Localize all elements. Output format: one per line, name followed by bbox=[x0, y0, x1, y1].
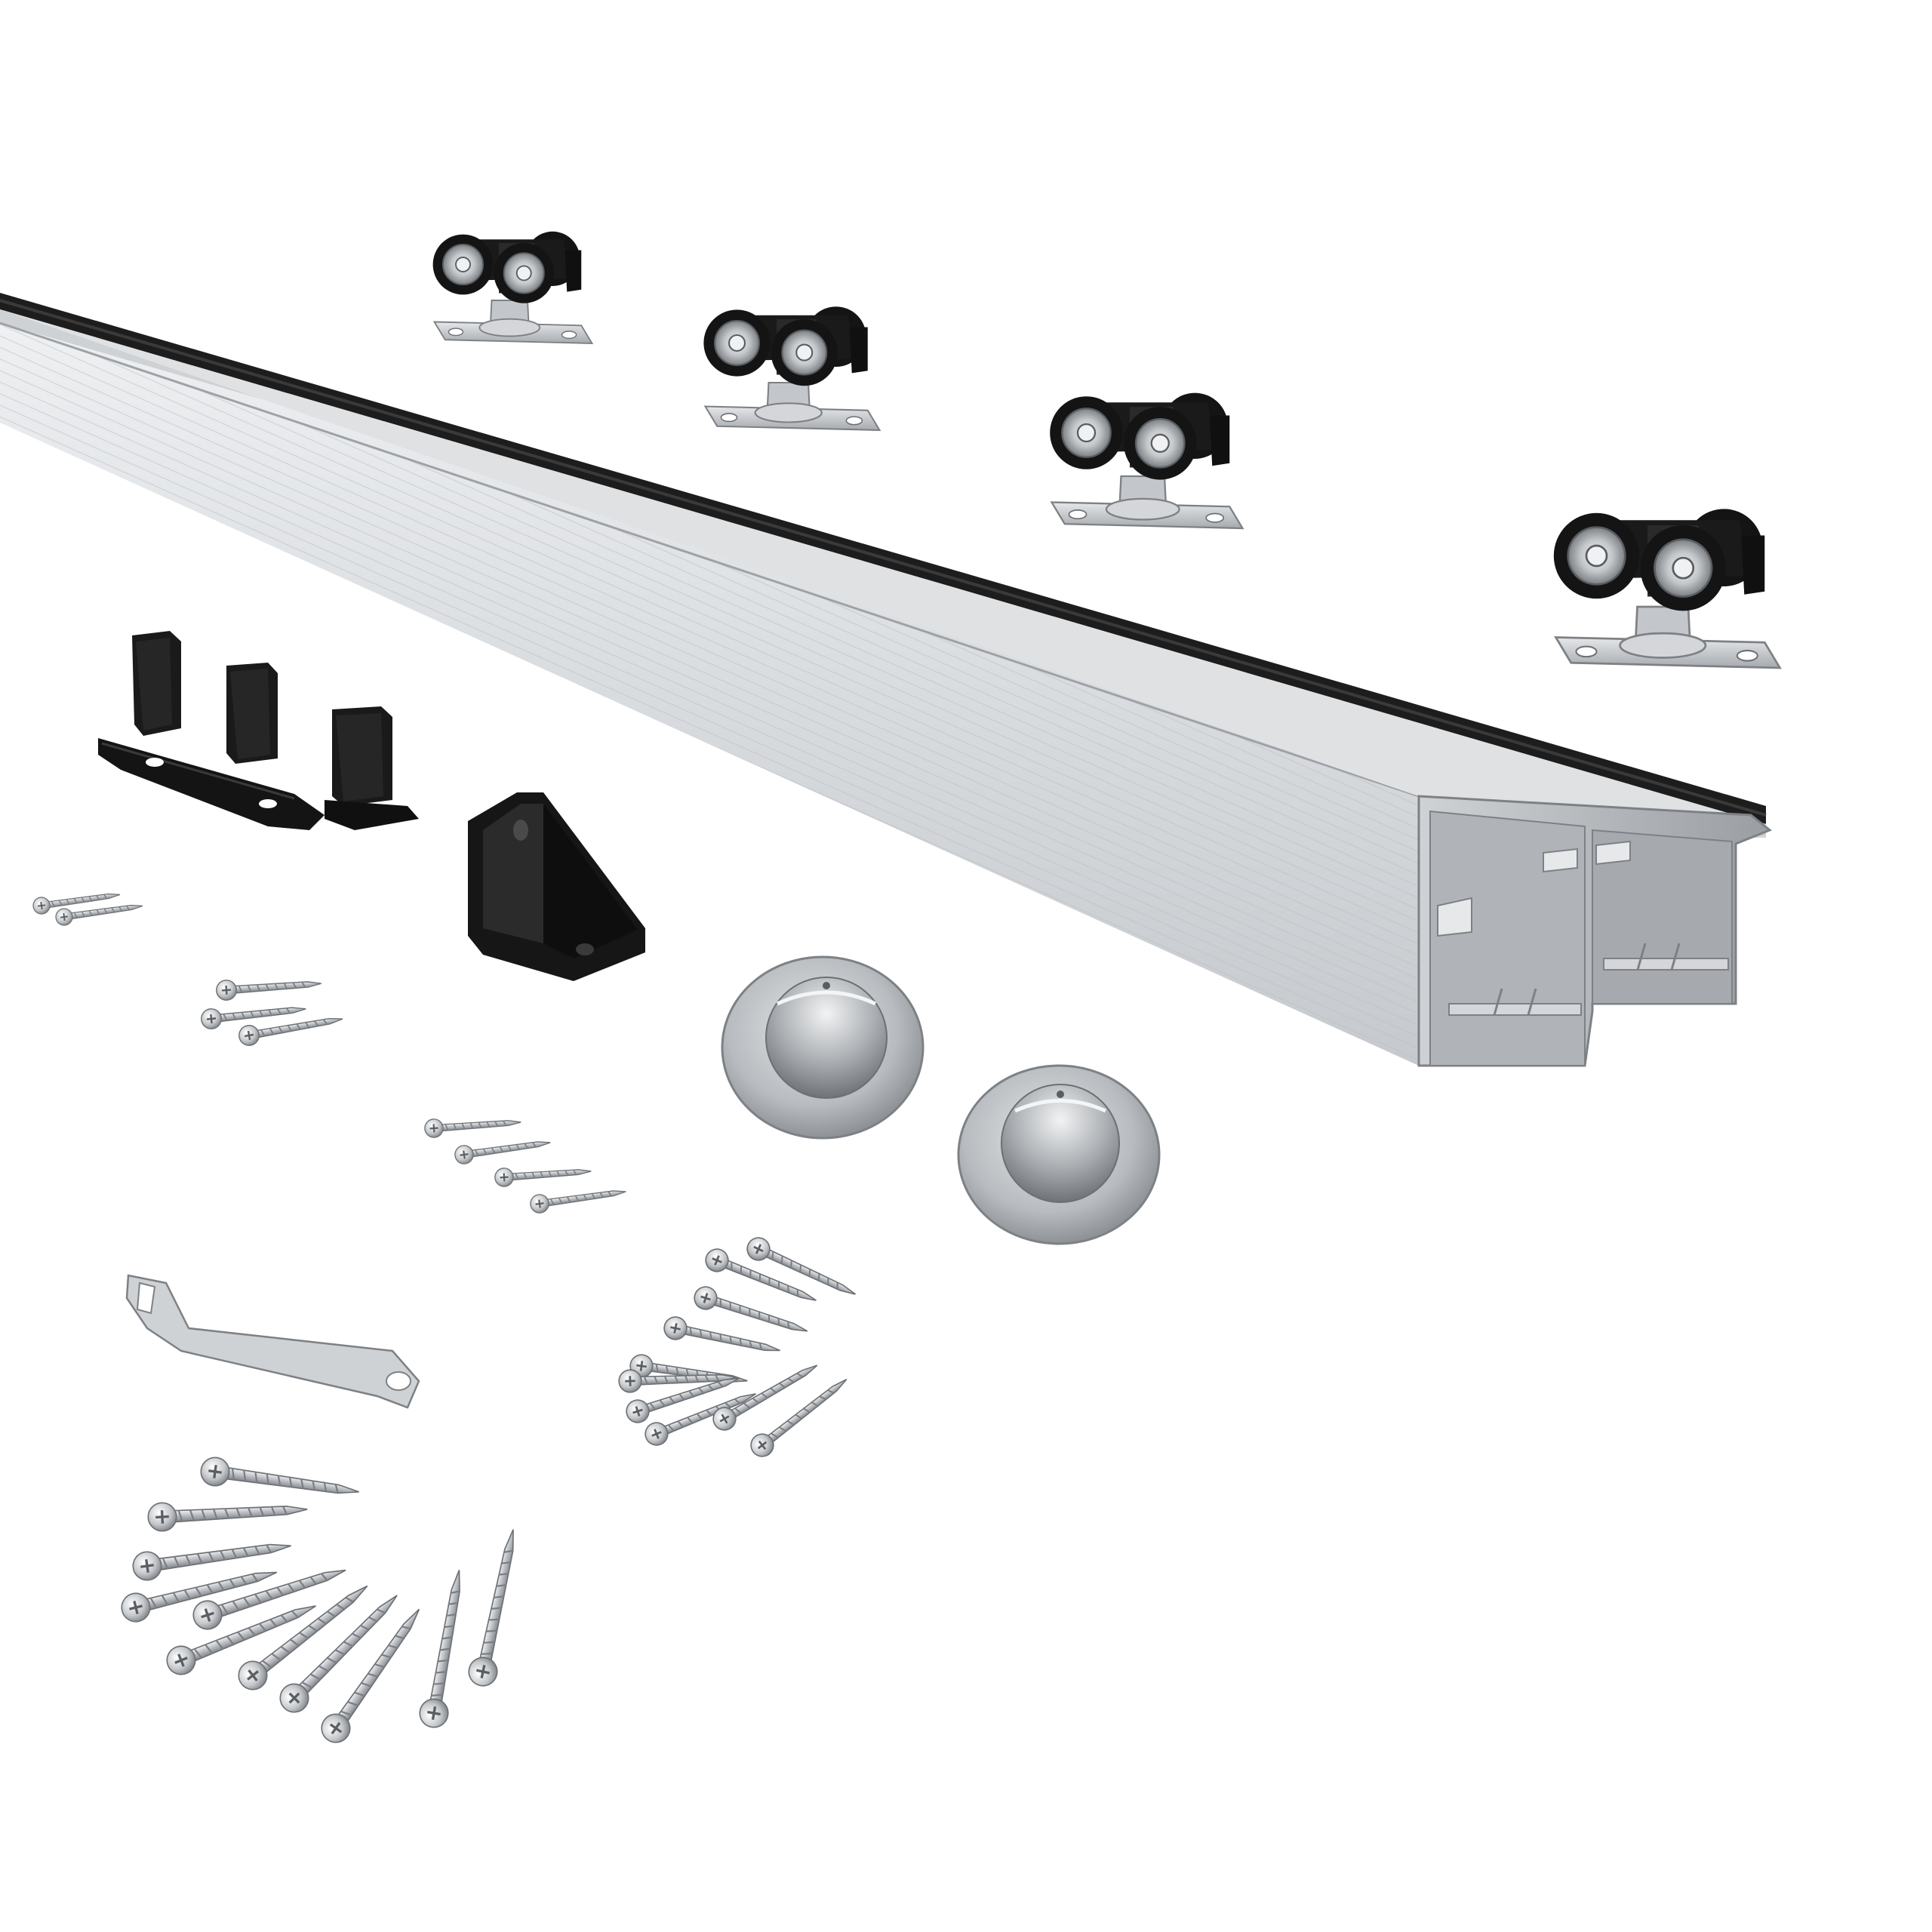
trolley-3 bbox=[1049, 392, 1244, 530]
flush-pull-1 bbox=[721, 955, 924, 1140]
adjustment-spanner bbox=[125, 1274, 420, 1409]
trolley-1 bbox=[432, 230, 593, 344]
flush-pull-2 bbox=[957, 1064, 1161, 1245]
floor-guide bbox=[98, 631, 419, 830]
trolley-2 bbox=[703, 306, 881, 432]
trolley-4 bbox=[1552, 508, 1781, 669]
sliding-track bbox=[0, 293, 1772, 1067]
track-end-profile bbox=[1417, 795, 1772, 1067]
door-stop bbox=[468, 792, 645, 981]
